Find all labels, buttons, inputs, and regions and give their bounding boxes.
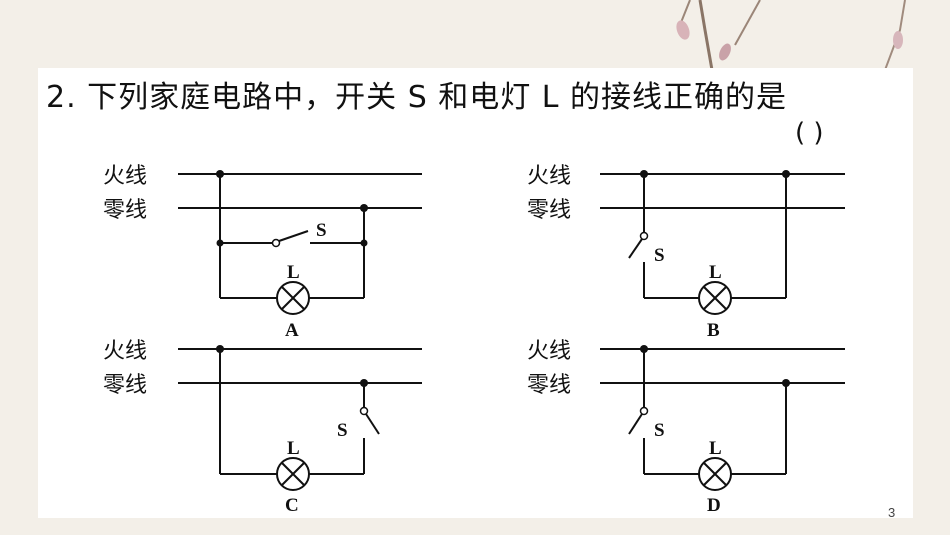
switch-blade [278, 230, 309, 242]
neutral-wire-label: 零线 [103, 198, 147, 223]
option-label: B [707, 320, 720, 341]
switch-blade [628, 238, 643, 259]
option-label: C [285, 495, 299, 516]
switch-contact [359, 406, 369, 416]
circuit-c: 火线 零线 S L C [103, 339, 422, 516]
lamp-label: L [709, 438, 722, 459]
page-number: 3 [888, 505, 896, 520]
neutral-wire-label: 零线 [527, 198, 571, 223]
circuit-a: 火线 零线 S L A [103, 164, 422, 341]
switch-label: S [654, 245, 665, 266]
switch-label: S [316, 220, 327, 241]
option-label: A [285, 320, 299, 341]
circuit-b: 火线 零线 S L B [527, 164, 845, 341]
neutral-wire-label: 零线 [103, 373, 147, 398]
switch-label: S [654, 420, 665, 441]
live-wire-label: 火线 [527, 164, 571, 189]
lamp-label: L [287, 262, 300, 283]
answer-bracket: ( ) [795, 118, 824, 148]
switch-blade [628, 413, 643, 435]
live-wire-label: 火线 [103, 339, 147, 364]
question-text: 2. 下列家庭电路中，开关 S 和电灯 L 的接线正确的是 [46, 80, 788, 115]
live-wire-label: 火线 [527, 339, 571, 364]
switch-contact [639, 406, 649, 416]
switch-blade [365, 413, 380, 435]
lamp-label: L [709, 262, 722, 283]
lamp-label: L [287, 438, 300, 459]
circuit-d: 火线 零线 S L D [527, 339, 845, 516]
live-wire-label: 火线 [103, 164, 147, 189]
switch-label: S [337, 420, 348, 441]
neutral-wire-label: 零线 [527, 373, 571, 398]
option-label: D [707, 495, 721, 516]
switch-contact [271, 238, 281, 248]
content-card [38, 68, 913, 518]
switch-contact [639, 231, 649, 241]
